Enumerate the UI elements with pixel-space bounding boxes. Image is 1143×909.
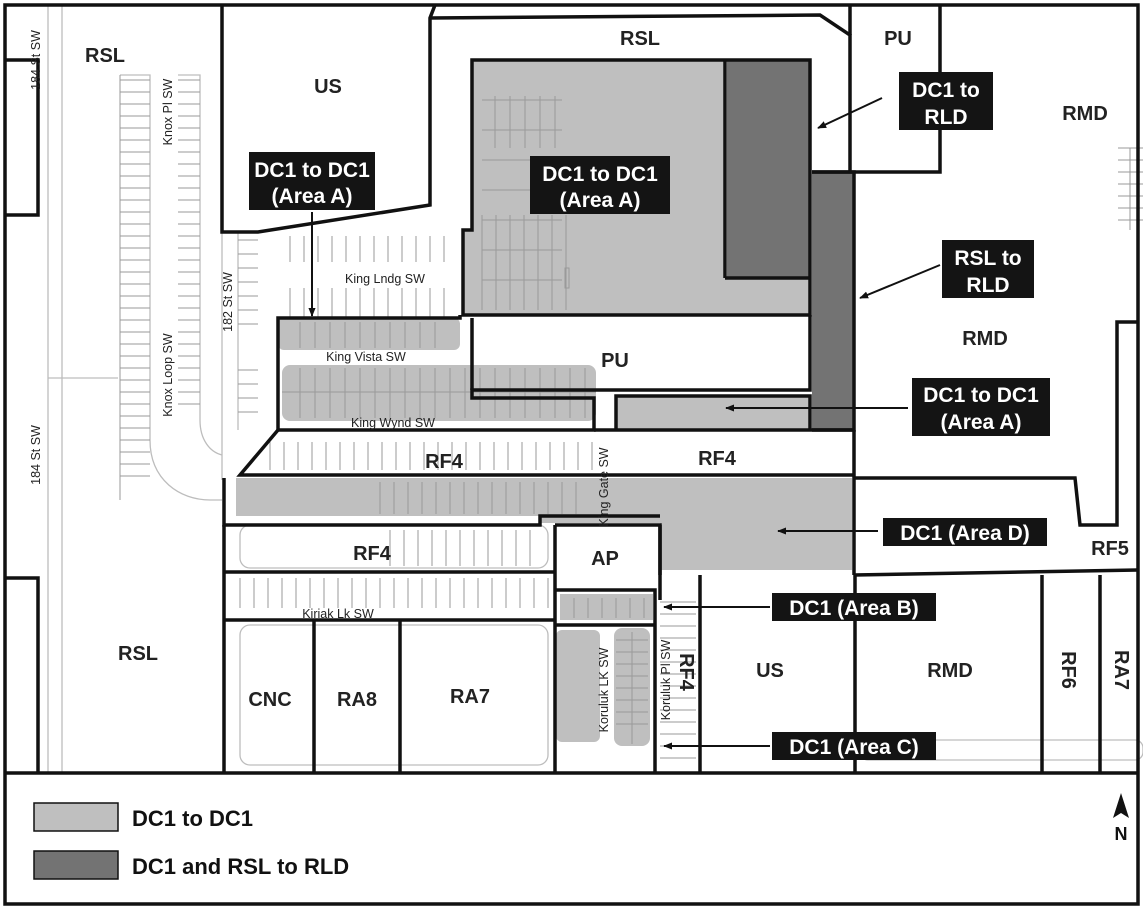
- callout-left-line1: DC1 to DC1: [254, 159, 370, 182]
- zone-rsl-nw: RSL: [85, 45, 125, 67]
- street-knox-pl: Knox Pl SW: [161, 78, 175, 145]
- north-arrow-icon: [1113, 793, 1129, 818]
- callout-area-c: DC1 (Area C): [772, 732, 936, 760]
- street-knox-loop: Knox Loop SW: [161, 333, 175, 417]
- street-king-wynd: King Wynd SW: [351, 416, 435, 430]
- callout-rsl-rld-line2: RLD: [966, 274, 1009, 297]
- street-koruluk-lk: Koruluk LK SW: [597, 647, 611, 732]
- callout-dc1-rld: DC1 to RLD: [899, 72, 993, 130]
- callout-center-line1: DC1 to DC1: [542, 163, 658, 186]
- callout-dc1-rld-line2: RLD: [924, 106, 967, 129]
- street-182: 182 St SW: [221, 272, 235, 332]
- zone-ap: AP: [591, 548, 619, 570]
- legend-swatch-dc1-to-dc1: [33, 802, 119, 832]
- zone-rf4-vertical: RF4: [675, 653, 697, 692]
- callout-right-line1: DC1 to DC1: [923, 384, 1039, 407]
- callout-area-b: DC1 (Area B): [772, 593, 936, 621]
- street-king-vista: King Vista SW: [326, 350, 406, 364]
- street-labels: 184 St SW 184 St SW Knox Pl SW Knox Loop…: [29, 30, 673, 732]
- zone-pu-ne: PU: [884, 28, 912, 50]
- legend-label-rld: DC1 and RSL to RLD: [132, 854, 349, 879]
- callout-area-d: DC1 (Area D): [883, 518, 1047, 546]
- zone-rsl-top: RSL: [620, 28, 660, 50]
- zone-rsl-sw: RSL: [118, 643, 158, 665]
- zone-ra8: RA8: [337, 689, 377, 711]
- street-184-top: 184 St SW: [29, 30, 43, 90]
- legend: DC1 to DC1 DC1 and RSL to RLD: [33, 802, 349, 880]
- rld-areas: [727, 60, 854, 430]
- zone-ra7-left: RA7: [450, 686, 490, 708]
- zone-boundaries: [3, 3, 1140, 906]
- zone-rf4-mid-right: RF4: [698, 448, 737, 470]
- zone-rf5: RF5: [1091, 538, 1129, 560]
- zone-us-nw: US: [314, 76, 342, 98]
- zone-us-se: US: [756, 660, 784, 682]
- zone-ra7-right: RA7: [1110, 650, 1132, 690]
- callout-dc1-dc1-right: DC1 to DC1 (Area A): [912, 378, 1050, 436]
- callout-area-c-text: DC1 (Area C): [789, 736, 919, 759]
- legend-swatch-rld: [33, 850, 119, 880]
- callout-arrows: [308, 97, 941, 750]
- street-outlines: [47, 5, 239, 773]
- zone-pu-center: PU: [601, 350, 629, 372]
- callout-dc1-dc1-center: DC1 to DC1 (Area A): [530, 156, 670, 214]
- callout-left-line2: (Area A): [272, 185, 353, 208]
- street-kiriak-lk: Kiriak Lk SW: [302, 607, 374, 621]
- street-koruluk-pl: Koruluk Pl SW: [659, 640, 673, 721]
- zone-rmd-ne: RMD: [1062, 103, 1108, 125]
- callout-area-d-text: DC1 (Area D): [900, 522, 1030, 545]
- zone-labels: RSL US RSL PU RMD RMD PU RF4 RF4 RF4 AP …: [85, 28, 1132, 711]
- street-king-gate: King Gate SW: [597, 447, 611, 526]
- zone-rmd-se: RMD: [927, 660, 973, 682]
- callout-center-line2: (Area A): [560, 189, 641, 212]
- zone-rf4-lower: RF4: [353, 543, 392, 565]
- callout-rsl-rld: RSL to RLD: [942, 240, 1034, 298]
- zone-cnc: CNC: [248, 689, 291, 711]
- street-184-main: 184 St SW: [29, 425, 43, 485]
- north-arrow: N: [1113, 793, 1129, 844]
- legend-label-dc1-to-dc1: DC1 to DC1: [132, 806, 253, 831]
- zone-rmd-mid: RMD: [962, 328, 1008, 350]
- zone-rf6: RF6: [1057, 651, 1079, 689]
- callout-dc1-dc1-left: DC1 to DC1 (Area A): [249, 152, 375, 210]
- callout-dc1-rld-line1: DC1 to: [912, 79, 980, 102]
- north-label: N: [1115, 824, 1128, 844]
- callout-area-b-text: DC1 (Area B): [789, 597, 919, 620]
- zone-rf4-mid-left: RF4: [425, 451, 464, 473]
- callout-rsl-rld-line1: RSL to: [954, 247, 1021, 270]
- street-king-lndg: King Lndg SW: [345, 272, 425, 286]
- lot-pattern-shaded: [282, 96, 648, 744]
- callout-right-line2: (Area A): [941, 411, 1022, 434]
